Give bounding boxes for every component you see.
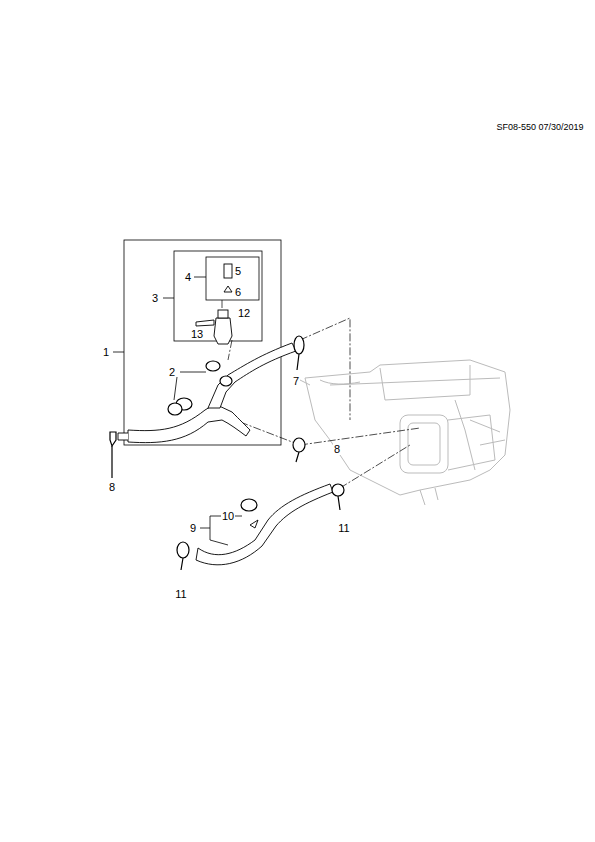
callout-number: 4 bbox=[184, 272, 192, 283]
callout-number: 12 bbox=[237, 308, 251, 319]
callout-number: 6 bbox=[234, 287, 242, 298]
callout-number: 9 bbox=[189, 523, 197, 534]
drawing-reference: SF08-550 07/30/2019 bbox=[495, 123, 584, 132]
group-boxes bbox=[113, 240, 281, 545]
callout-number: 11 bbox=[174, 589, 187, 600]
callout-number: 2 bbox=[168, 367, 176, 378]
callout-number: 1 bbox=[102, 347, 110, 358]
callout-number: 8 bbox=[108, 482, 116, 493]
callout-number: 10 bbox=[221, 511, 235, 522]
callout-number: 3 bbox=[151, 293, 159, 304]
callout-number: 11 bbox=[337, 523, 350, 534]
hose-clamps bbox=[110, 336, 344, 570]
hoses bbox=[118, 264, 333, 565]
hvac-module bbox=[300, 360, 510, 505]
callout-number: 5 bbox=[234, 266, 242, 277]
callout-number: 13 bbox=[190, 329, 204, 340]
callout-number: 8 bbox=[333, 444, 341, 455]
callout-number: 7 bbox=[292, 376, 300, 387]
assembly-lines bbox=[222, 300, 420, 488]
